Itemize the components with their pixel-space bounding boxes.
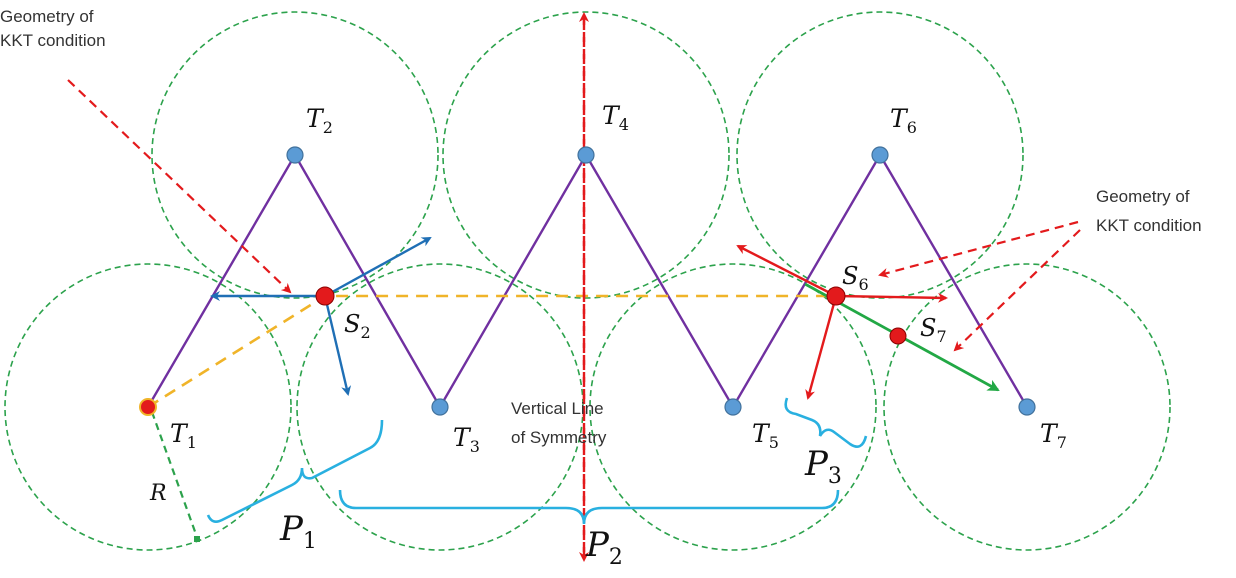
kkt-left-label-line1: Geometry of bbox=[0, 7, 94, 26]
sensor-node-s2 bbox=[315, 286, 335, 306]
label-t7: T7 bbox=[1040, 419, 1067, 452]
target-node-t3 bbox=[431, 398, 449, 416]
target-node-t5 bbox=[724, 398, 742, 416]
s6-arrow-right bbox=[835, 292, 948, 303]
label-s6: S6 bbox=[842, 262, 869, 294]
label-t1: T1 bbox=[170, 419, 197, 452]
circle-t2 bbox=[151, 11, 439, 299]
radius-line bbox=[150, 411, 200, 541]
kkt-right-pointer-s6 bbox=[878, 220, 1079, 278]
s6-arrow-up-left bbox=[736, 244, 837, 298]
circle-t5 bbox=[589, 263, 877, 551]
partition-braces bbox=[206, 397, 868, 525]
target-node-t6 bbox=[871, 146, 889, 164]
kkt-left-label-line2: KKT condition bbox=[0, 31, 106, 50]
target-node-t2 bbox=[286, 146, 304, 164]
label-t2: T2 bbox=[306, 104, 333, 137]
label-s7: S7 bbox=[920, 314, 947, 346]
label-radius: R bbox=[149, 481, 167, 506]
kkt-right-label-line2: KKT condition bbox=[1096, 216, 1202, 235]
symmetry-label-line1: Vertical Line bbox=[511, 399, 604, 418]
kkt-left-pointer bbox=[67, 79, 292, 294]
target-node-t1 bbox=[139, 398, 157, 416]
kkt-right-pointer-s7 bbox=[953, 229, 1081, 352]
brace-p3 bbox=[784, 397, 868, 448]
s2-force-arrows bbox=[210, 236, 432, 396]
brace-p1 bbox=[206, 419, 384, 523]
sensor-nodes bbox=[315, 286, 907, 345]
s2-arrow-down bbox=[323, 295, 352, 396]
label-t5: T5 bbox=[752, 419, 779, 452]
target-nodes bbox=[286, 146, 1036, 416]
label-t6: T6 bbox=[890, 104, 917, 137]
label-p3: P3 bbox=[804, 444, 842, 489]
target-node-t4 bbox=[577, 146, 595, 164]
s6-force-arrows bbox=[736, 244, 948, 400]
label-p1: P1 bbox=[279, 509, 317, 554]
label-t4: T4 bbox=[602, 101, 629, 134]
s6-arrow-down bbox=[805, 295, 838, 400]
label-p2: P2 bbox=[585, 525, 623, 570]
radius-endpoint bbox=[194, 536, 200, 542]
sensor-path bbox=[147, 294, 835, 409]
sensor-node-s6 bbox=[826, 286, 846, 306]
sensor-node-s7 bbox=[889, 327, 907, 345]
symmetry-label-line2: of Symmetry bbox=[511, 428, 607, 447]
label-t3: T3 bbox=[453, 423, 480, 456]
brace-p2 bbox=[338, 489, 840, 525]
kkt-right-label-line1: Geometry of bbox=[1096, 187, 1190, 206]
sensing-circles bbox=[4, 11, 1171, 551]
label-s2: S2 bbox=[344, 310, 371, 342]
circle-t7 bbox=[883, 263, 1171, 551]
s2-arrow-up-right bbox=[324, 236, 432, 298]
circle-t1 bbox=[4, 263, 292, 551]
target-node-t7 bbox=[1018, 398, 1036, 416]
